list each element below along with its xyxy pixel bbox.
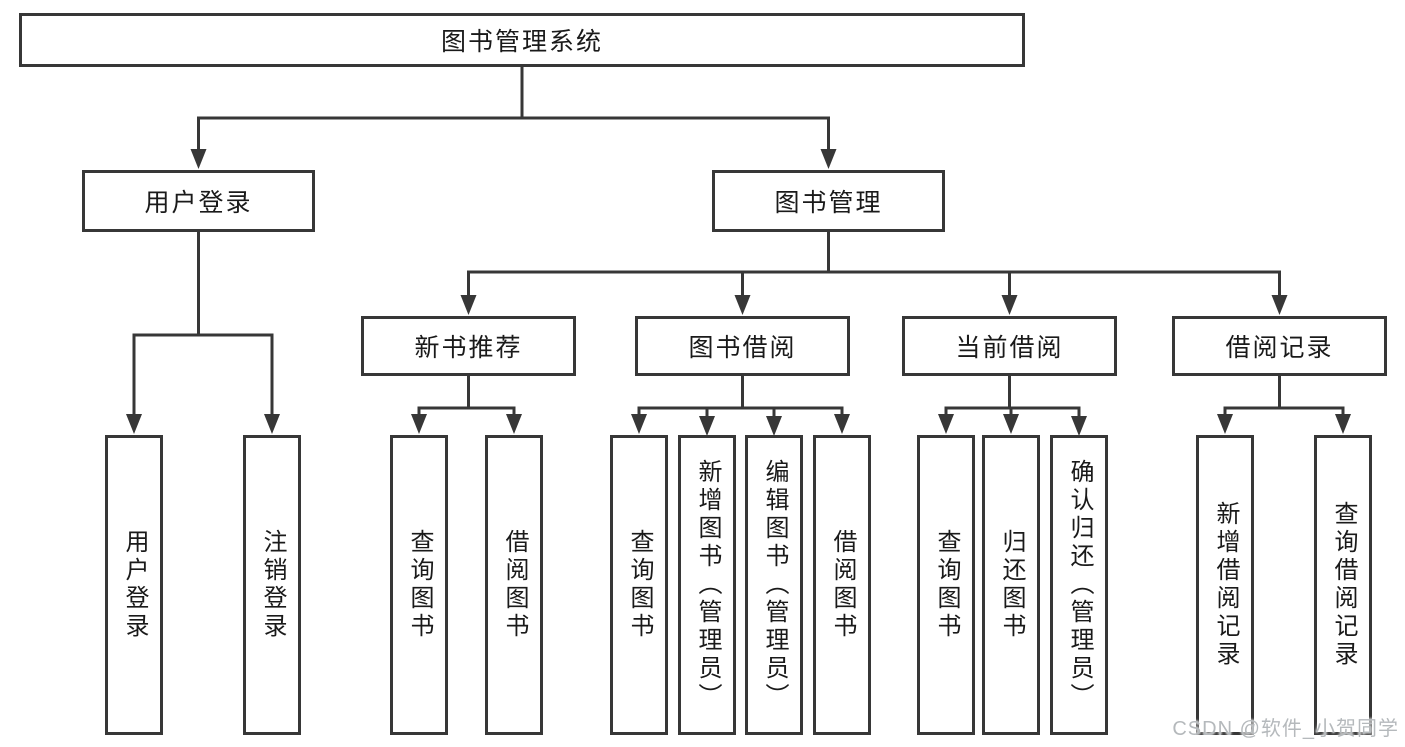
node-current-borrow: 当前借阅 [902,316,1117,376]
node-label: 确认归还（管理员） [1066,459,1093,711]
node-leaf-current-return-books: 归还图书 [982,435,1040,735]
node-new-book-recommend: 新书推荐 [361,316,576,376]
csdn-watermark: CSDN @软件_小贺同学 [1172,718,1399,740]
node-leaf-borrow-add-books-admin: 新增图书（管理员） [678,435,736,735]
node-borrow-records: 借阅记录 [1172,316,1387,376]
node-label: 借阅记录 [1225,334,1334,362]
node-label: 借阅图书 [501,529,528,641]
node-label: 新增借阅记录 [1212,501,1239,669]
node-label: 用户登录 [121,529,148,641]
node-user-login: 用户登录 [82,170,315,232]
node-leaf-logout: 注销登录 [243,435,301,735]
node-label: 图书借阅 [688,334,797,362]
node-label: 图书管理系统 [440,28,603,56]
node-leaf-records-query-record: 查询借阅记录 [1314,435,1372,735]
node-label: 注销登录 [259,529,286,641]
node-label: 用户登录 [144,189,253,217]
node-leaf-recommend-borrow-books: 借阅图书 [485,435,543,735]
node-label: 查询借阅记录 [1330,501,1357,669]
node-book-management: 图书管理 [712,170,945,232]
node-leaf-current-confirm-return-admin: 确认归还（管理员） [1050,435,1108,735]
node-leaf-records-add-record: 新增借阅记录 [1196,435,1254,735]
node-label: 新书推荐 [414,334,523,362]
node-book-borrow: 图书借阅 [635,316,850,376]
node-label: 借阅图书 [829,529,856,641]
node-library-management-system: 图书管理系统 [19,13,1025,67]
node-label: 编辑图书（管理员） [761,459,788,711]
node-label: 查询图书 [406,529,433,641]
node-label: 查询图书 [626,529,653,641]
node-leaf-recommend-query-books: 查询图书 [390,435,448,735]
node-leaf-borrow-edit-books-admin: 编辑图书（管理员） [745,435,803,735]
node-label: 新增图书（管理员） [694,459,721,711]
node-label: 当前借阅 [955,334,1064,362]
node-leaf-borrow-query-books: 查询图书 [610,435,668,735]
node-leaf-user-login: 用户登录 [105,435,163,735]
node-leaf-borrow-borrow-books: 借阅图书 [813,435,871,735]
node-label: 图书管理 [774,189,883,217]
node-label: 归还图书 [998,529,1025,641]
node-label: 查询图书 [933,529,960,641]
node-leaf-current-query-books: 查询图书 [917,435,975,735]
